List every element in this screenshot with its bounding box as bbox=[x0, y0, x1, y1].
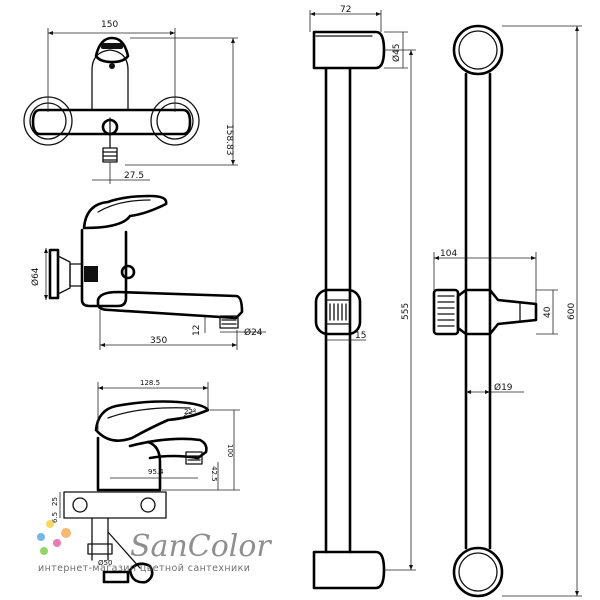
dim-basin-small-1: 25 bbox=[51, 497, 59, 506]
logo-dot-3 bbox=[53, 539, 61, 547]
basin-mixer-view: 128.5 22° 100 42.5 95.4 25 6.5 Ø50 bbox=[51, 379, 240, 584]
dim-lever-angle: 22° bbox=[184, 408, 196, 416]
logo-text: SanColor bbox=[130, 529, 272, 564]
dim-bracket-depth: 72 bbox=[340, 5, 351, 15]
dim-bar-bracket: 15 bbox=[355, 331, 366, 341]
dim-bar-total-length: 600 bbox=[567, 303, 577, 320]
dim-spout-offset: 27.5 bbox=[124, 171, 144, 181]
dim-wall-mixer-height: 158.83 bbox=[224, 124, 234, 156]
dim-basin-height: 100 bbox=[226, 444, 234, 457]
dim-holder-height: 40 bbox=[543, 306, 553, 318]
dim-bar-length: 555 bbox=[401, 303, 411, 320]
dim-wall-mixer-width: 150 bbox=[101, 20, 118, 30]
dim-bracket-diameter: Ø45 bbox=[391, 43, 402, 62]
wall-mixer-side-view: Ø64 350 12 Ø24 bbox=[30, 194, 266, 350]
dim-flange-diameter: Ø64 bbox=[30, 267, 41, 286]
dim-spout-height: 12 bbox=[192, 325, 202, 336]
dim-basin-spout-height: 42.5 bbox=[210, 466, 218, 482]
logo-dot-1 bbox=[46, 520, 54, 528]
dim-basin-base-diameter: Ø50 bbox=[98, 559, 112, 567]
dim-spout-outlet: Ø24 bbox=[244, 327, 263, 338]
slide-bar-front-view: 72 Ø45 555 15 bbox=[309, 5, 416, 590]
slide-bar-side-view: 104 40 600 Ø19 bbox=[432, 24, 582, 598]
logo-dot-4 bbox=[40, 547, 48, 555]
logo-dot-5 bbox=[61, 528, 71, 538]
dim-basin-spout-reach: 95.4 bbox=[148, 468, 164, 476]
dim-basin-small-2: 6.5 bbox=[51, 512, 59, 523]
dim-holder-width: 104 bbox=[440, 249, 457, 259]
logo-tagline: интернет-магазин цветной сантехники bbox=[38, 563, 250, 574]
dim-basin-depth: 128.5 bbox=[140, 379, 160, 387]
logo-dot-2 bbox=[37, 533, 45, 541]
wall-mixer-front-view: 150 158.83 27.5 bbox=[23, 20, 238, 184]
sancolor-logo: SanColor интернет-магазин цветной сантех… bbox=[37, 520, 272, 574]
dim-bar-diameter: Ø19 bbox=[494, 382, 513, 393]
dim-spout-length: 350 bbox=[150, 336, 167, 346]
